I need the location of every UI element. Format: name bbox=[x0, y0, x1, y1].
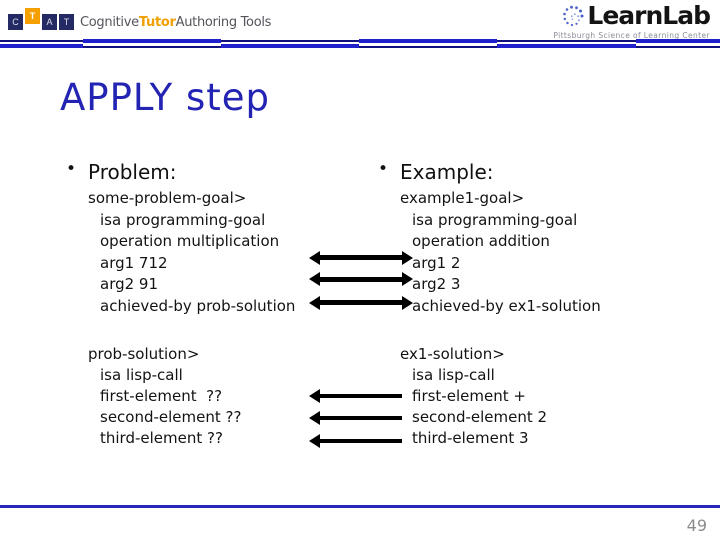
problem-goal-block: some-problem-goal> isa programming-goal … bbox=[88, 188, 295, 317]
code-line: arg2 3 bbox=[412, 275, 461, 293]
header-rule-segment bbox=[83, 39, 221, 43]
header-rule-segment bbox=[0, 40, 83, 42]
code-line: some-problem-goal> bbox=[88, 189, 247, 207]
header-rule-segment bbox=[497, 40, 636, 42]
code-line: achieved-by ex1-solution bbox=[412, 296, 601, 315]
double-arrow-icon bbox=[309, 272, 413, 286]
learnlab-spiral-icon bbox=[563, 5, 584, 27]
footer-rule bbox=[0, 505, 720, 508]
code-line: second-element ?? bbox=[100, 408, 242, 426]
learnlab-wordmark: LearnLab bbox=[587, 1, 711, 30]
example-heading: • Example: bbox=[378, 159, 494, 184]
ctat-box-c: C bbox=[8, 14, 23, 30]
double-arrow-icon bbox=[309, 295, 413, 310]
code-line: third-element ?? bbox=[100, 429, 223, 447]
code-line: isa lisp-call bbox=[412, 366, 495, 384]
header-rule-segment bbox=[0, 44, 83, 48]
code-line: third-element 3 bbox=[412, 429, 529, 447]
page-number: 49 bbox=[686, 516, 707, 535]
bullet-icon: • bbox=[66, 159, 77, 179]
learnlab-subtitle: Pittsburgh Science of Learning Center bbox=[553, 31, 710, 40]
example-goal-block: example1-goal> isa programming-goal oper… bbox=[400, 188, 601, 317]
code-line: arg2 91 bbox=[100, 275, 159, 293]
code-line: isa programming-goal bbox=[100, 210, 266, 229]
header-rule-segment bbox=[636, 46, 720, 48]
header-rule-segment bbox=[359, 46, 497, 48]
code-line: first-element + bbox=[412, 387, 526, 405]
ctat-word-cognitive: Cognitive bbox=[80, 15, 139, 30]
left-arrow-icon bbox=[309, 389, 402, 403]
header-rule-segment bbox=[83, 46, 221, 48]
code-line: ex1-solution> bbox=[400, 345, 505, 363]
ctat-wordmark: CognitiveTutorAuthoring Tools bbox=[80, 15, 271, 30]
ctat-box-a: A bbox=[42, 14, 57, 30]
bullet-icon: • bbox=[378, 159, 389, 179]
code-line: isa programming-goal bbox=[412, 210, 578, 229]
header-rule-segment bbox=[221, 44, 359, 48]
code-line: arg1 2 bbox=[412, 253, 461, 272]
code-line: operation addition bbox=[412, 232, 550, 250]
code-line: first-element ?? bbox=[100, 387, 223, 405]
code-line: arg1 712 bbox=[100, 253, 168, 272]
code-line: achieved-by prob-solution bbox=[100, 296, 296, 315]
learnlab-logo: LearnLab Pittsburgh Science of Learning … bbox=[553, 1, 711, 41]
problem-heading: • Problem: bbox=[66, 159, 177, 184]
ctat-word-authoring-tools: Authoring Tools bbox=[175, 15, 272, 30]
left-arrow-icon bbox=[309, 410, 402, 425]
code-line: second-element 2 bbox=[412, 408, 548, 426]
code-line: prob-solution> bbox=[88, 345, 200, 363]
ctat-box-t: T bbox=[59, 14, 74, 30]
double-arrow-icon bbox=[309, 250, 413, 265]
code-line: operation multiplication bbox=[100, 232, 280, 250]
example-heading-label: Example: bbox=[400, 160, 494, 184]
left-arrow-icon bbox=[309, 434, 402, 448]
header-rule-segment bbox=[636, 39, 720, 43]
header-rule-segment bbox=[221, 40, 359, 42]
example-solution-block: ex1-solution> isa lisp-call first-elemen… bbox=[400, 344, 547, 449]
header-rule-segment bbox=[359, 39, 497, 43]
code-line: isa lisp-call bbox=[100, 366, 183, 384]
slide-title: APPLY step bbox=[60, 76, 271, 119]
code-line: example1-goal> bbox=[400, 189, 525, 207]
ctat-box-t-orange: T bbox=[25, 8, 40, 24]
header-rule-segment bbox=[497, 44, 636, 48]
ctat-letter-boxes: C T A T bbox=[8, 8, 74, 30]
problem-heading-label: Problem: bbox=[88, 160, 177, 184]
problem-solution-block: prob-solution> isa lisp-call first-eleme… bbox=[88, 344, 241, 449]
ctat-word-tutor: Tutor bbox=[138, 15, 176, 30]
